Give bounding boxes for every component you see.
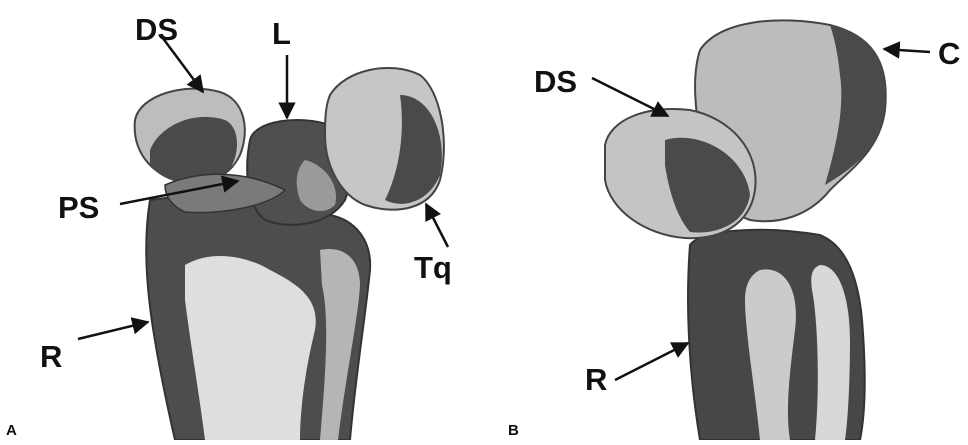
- label-r-a: R: [40, 341, 62, 372]
- label-r-b: R: [585, 364, 607, 395]
- label-ds-a: DS: [135, 14, 178, 45]
- arrow-ds-b: [592, 78, 668, 116]
- label-l-a: L: [272, 18, 291, 49]
- panel-a-bones: [135, 68, 444, 440]
- arrow-r-a: [78, 322, 148, 339]
- panel-label-a: A: [6, 423, 17, 438]
- arrow-c-b: [884, 49, 930, 52]
- label-ps-a: PS: [58, 192, 99, 223]
- label-tq-a: Tq: [414, 252, 452, 283]
- label-c-b: C: [938, 38, 960, 69]
- panel-b-bones: [605, 20, 886, 440]
- panel-label-b: B: [508, 423, 519, 438]
- label-ds-b: DS: [534, 66, 577, 97]
- arrow-tq-a: [426, 204, 448, 247]
- arrow-r-b: [615, 343, 688, 380]
